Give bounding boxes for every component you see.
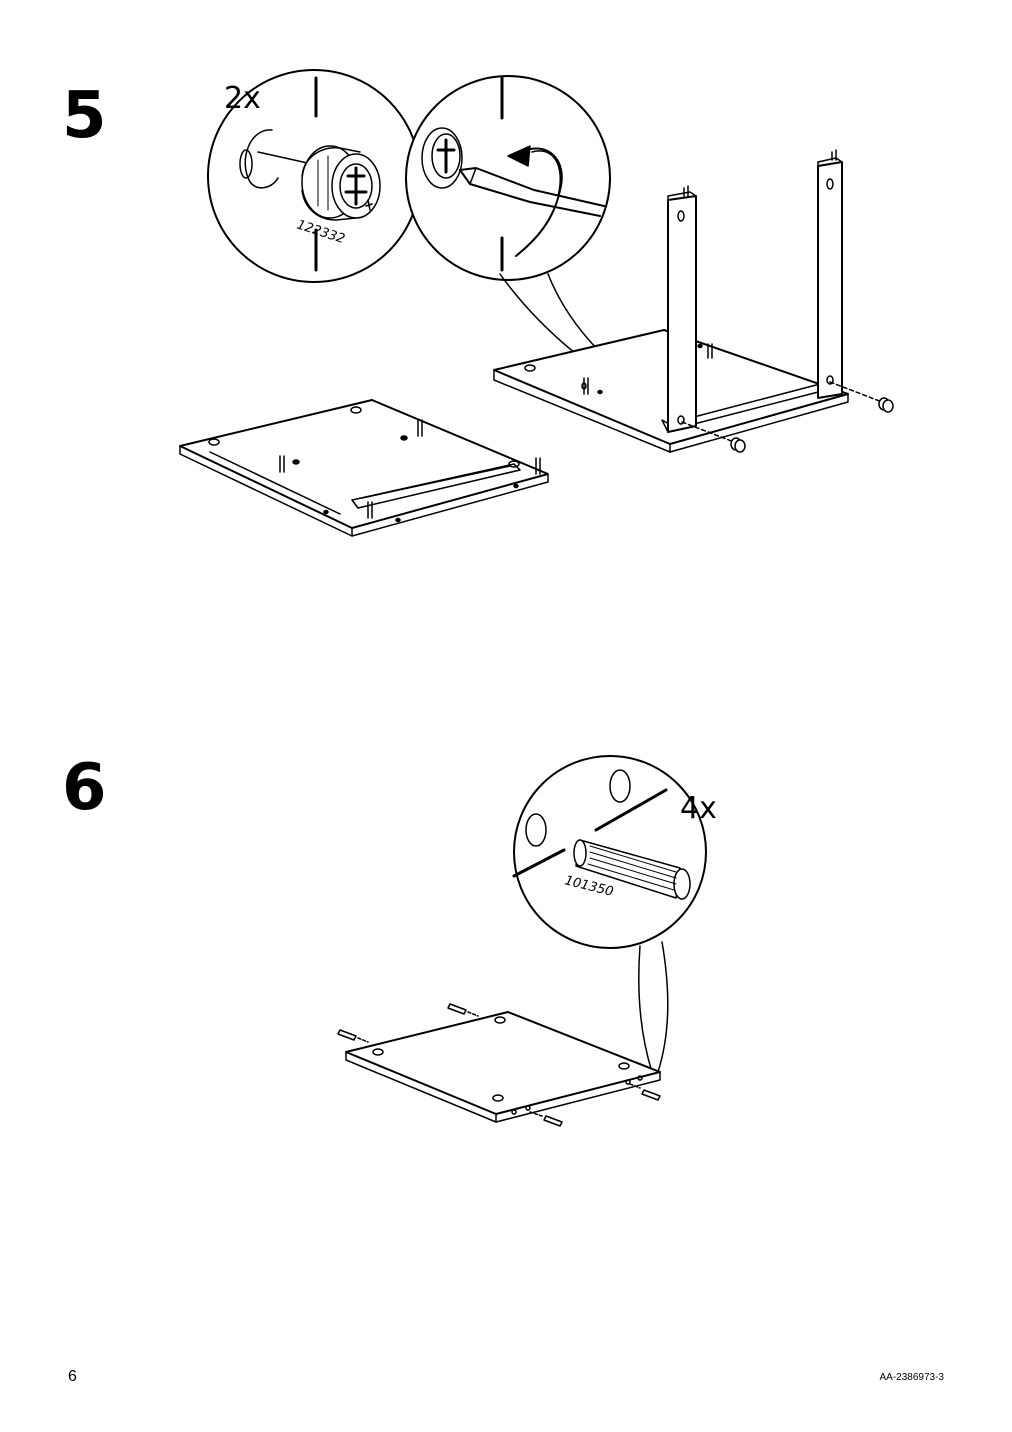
cam-lock-part-icon [878, 397, 894, 413]
shelf-panel [345, 1011, 661, 1123]
dowel-part-icon [447, 1003, 479, 1017]
page-number: 6 [68, 1368, 77, 1385]
dowel-icon [573, 839, 691, 900]
step-6-number: 6 [62, 751, 107, 825]
dowel-callout [512, 755, 707, 949]
dowel-part-icon [337, 1029, 369, 1043]
document-code: AA-2386973-3 [879, 1372, 945, 1383]
step-6-quantity-label: 4x [680, 791, 717, 826]
rotate-arrow-icon [507, 145, 563, 257]
screwdriver-icon [459, 167, 605, 217]
screwdriver-callout [405, 75, 611, 281]
base-panel [179, 399, 549, 537]
dowel-part-icon [629, 1083, 661, 1101]
cam-lock-callout [207, 69, 421, 283]
cam-lock-part-icon [730, 437, 746, 453]
cam-lock-icon [301, 145, 381, 221]
dowel-part-icon [529, 1111, 563, 1127]
step-5-quantity-label: 2x [224, 81, 261, 116]
step-5-number: 5 [62, 79, 107, 153]
frame-with-legs [493, 149, 894, 453]
